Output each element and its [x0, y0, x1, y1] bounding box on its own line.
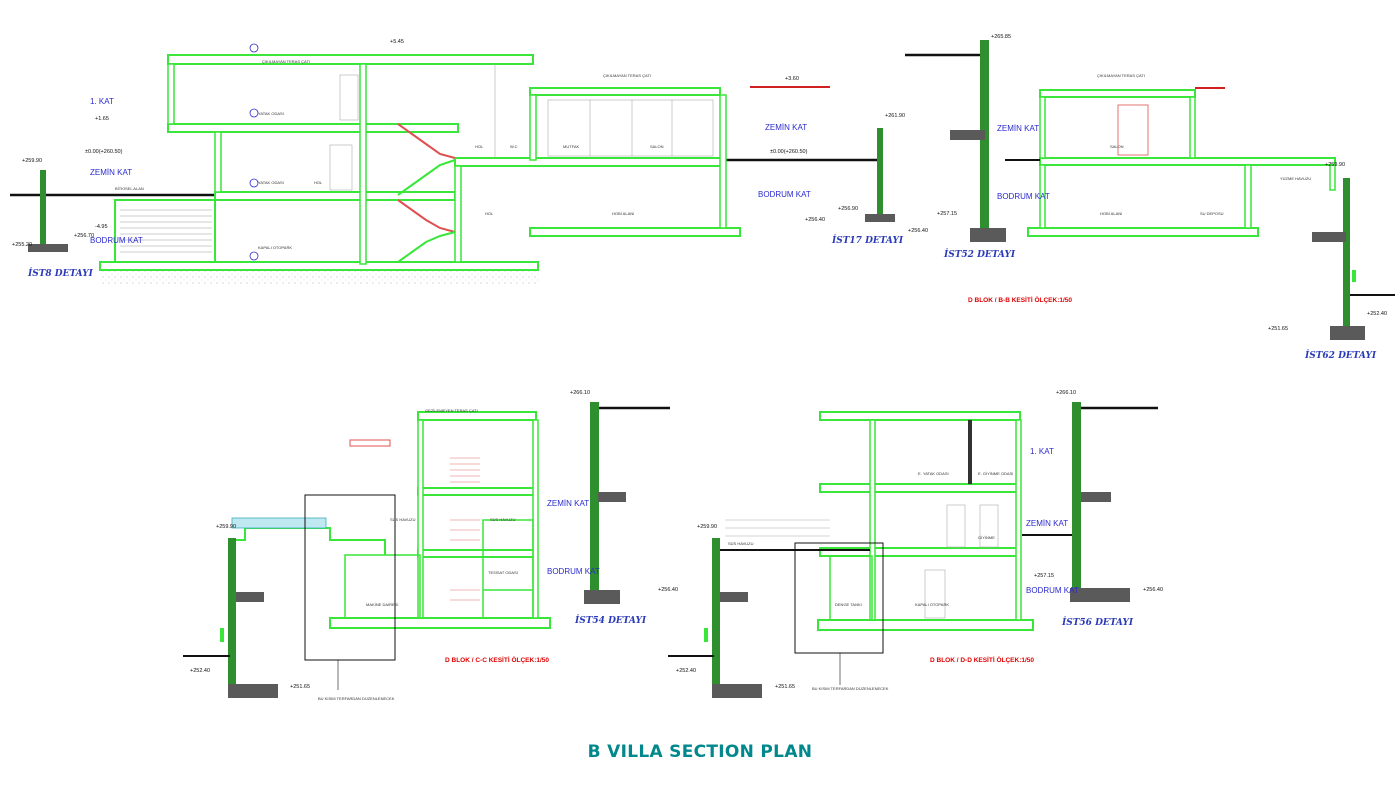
section-bb [10, 43, 895, 284]
floor-label-bodrum-mid: BODRUM KAT [758, 190, 811, 199]
detail-label-ist56: İST56 DETAYI [1061, 615, 1134, 628]
level-l3: +256.70 [74, 233, 94, 239]
room-label-cati: ÇIKILMAYAN TERAS ÇATI [262, 59, 310, 64]
room-label-salon: SALON [650, 144, 664, 149]
level-l4: ±0.00(+260.50) [85, 149, 123, 155]
room-label-sus-dd: SÜS HAVUZU [728, 541, 754, 546]
room-label-cati-cc: GEZİLEMEYEN TERAS ÇATI [425, 408, 478, 413]
level-l14: +3.60 [785, 76, 799, 82]
level-l13: +5.45 [390, 39, 404, 45]
room-label-sus-2: SÜS HAVUZU [490, 517, 516, 522]
floor-label-zemin-mid: ZEMİN KAT [765, 123, 807, 132]
room-label-hol: HOL [314, 180, 323, 185]
level-l16: +1.65 [95, 116, 109, 122]
level-l7-cc: +256.40 [658, 587, 678, 593]
room-label-sudeposu: SU DEPOSU [1200, 211, 1224, 216]
detail-label-ist52: İST52 DETAYI [943, 247, 1016, 260]
room-label-salon-2: SALON [1110, 144, 1124, 149]
room-label-bitkisel: BİTKİSEL ALAN [115, 186, 144, 191]
level-l7: +256.40 [805, 217, 825, 223]
level-l8: +265.85 [991, 34, 1011, 40]
level-l7-dd: +256.40 [1143, 587, 1163, 593]
level-l11-cc: +251.65 [290, 684, 310, 690]
level-l10-dd: +252.40 [676, 668, 696, 674]
room-label-giyinme-2: GİYİNME [978, 535, 995, 540]
detail-label-ist62: İST62 DETAYI [1304, 348, 1377, 361]
room-label-tesisat: TESİSAT ODASI [488, 570, 518, 575]
room-label-denge: DENGE TANKI [835, 602, 862, 607]
level-l4-mid: ±0.00(+260.50) [770, 149, 808, 155]
level-l1-cc: +259.90 [216, 524, 236, 530]
room-label-sus: SÜS HAVUZU [390, 517, 416, 522]
section-dd [668, 402, 1158, 698]
room-label-makine: MAKİNE DAİRESİ [366, 602, 398, 607]
page-title: B VILLA SECTION PLAN [587, 742, 813, 762]
room-label-giyinme: E. GİYİNME ODASI [978, 471, 1013, 476]
level-l1-r: +259.90 [1325, 162, 1345, 168]
room-label-hol-2: HOL [475, 144, 484, 149]
level-l9: +257.15 [937, 211, 957, 217]
level-l12: +266.10 [570, 390, 590, 396]
detail-label-ist8: İST8 DETAYI [27, 266, 94, 279]
level-l1-dd: +259.90 [697, 524, 717, 530]
floor-label-bodrum-cc: BODRUM KAT [547, 567, 600, 576]
room-label-wc: W.C [510, 144, 518, 149]
detail-label-ist54: İST54 DETAYI [574, 613, 647, 626]
floor-label-bodrum-bb: BODRUM KAT [90, 236, 143, 245]
room-label-otopark-dd: KAPALI OTOPARK [915, 602, 949, 607]
room-label-hobi: HOBİ ALANI [612, 211, 634, 216]
level-l9-dd: +257.15 [1034, 573, 1054, 579]
section-cc [183, 402, 670, 698]
note-terfa-dd: BU KISIM TERFARDAN DÜZENLENECEK [812, 686, 889, 691]
level-l11: +251.65 [1268, 326, 1288, 332]
section-bb-right [905, 40, 1395, 340]
room-label-yuzme: YÜZME HAVUZU [1280, 176, 1311, 181]
section-title-bb: D BLOK / B-B KESİTİ ÖLÇEK:1/50 [968, 295, 1072, 304]
section-title-dd: D BLOK / D-D KESİTİ ÖLÇEK:1/50 [930, 655, 1034, 664]
level-l12-dd: +266.10 [1056, 390, 1076, 396]
floor-label-zemin-cc: ZEMİN KAT [547, 499, 589, 508]
room-label-yatak-2: YATAK ODASI [258, 180, 284, 185]
detail-label-ist17: İST17 DETAYI [831, 233, 904, 246]
room-label-hol-3: HOL [485, 211, 494, 216]
room-label-hobi-2: HOBİ ALANI [1100, 211, 1122, 216]
level-l10-cc: +252.40 [190, 668, 210, 674]
level-l11-dd: +251.65 [775, 684, 795, 690]
level-l7-r: +256.40 [908, 228, 928, 234]
room-label-cati-3: ÇIKILMAYAN TERAS ÇATI [1097, 73, 1145, 78]
note-terfa-cc: BU KISIM TERFARDAN DÜZENLENECEK [318, 696, 395, 701]
level-l2: +255.20 [12, 242, 32, 248]
floor-label-zemin-dd: ZEMİN KAT [1026, 519, 1068, 528]
floor-label-kat1-dd: 1. KAT [1030, 447, 1054, 456]
level-l1: +259.90 [22, 158, 42, 164]
level-l10: +252.40 [1367, 311, 1387, 317]
room-label-cati-2: ÇIKILMAYAN TERAS ÇATI [603, 73, 651, 78]
floor-label-kat1-bb: 1. KAT [90, 97, 114, 106]
level-l15: -4.95 [95, 224, 108, 230]
floor-label-zemin-bb: ZEMİN KAT [90, 168, 132, 177]
room-label-ebeveyn: E. YATAK ODASI [918, 471, 949, 476]
level-l6: +256.90 [838, 206, 858, 212]
room-label-mutfak: MUTFAK [563, 144, 580, 149]
room-label-yatak: YATAK ODASI [258, 111, 284, 116]
floor-label-bodrum-dd: BODRUM KAT [1026, 586, 1079, 595]
level-l5: +261.90 [885, 113, 905, 119]
floor-label-zemin-right: ZEMİN KAT [997, 124, 1039, 133]
section-title-cc: D BLOK / C-C KESİTİ ÖLÇEK:1/50 [445, 655, 549, 664]
floor-label-bodrum-right: BODRUM KAT [997, 192, 1050, 201]
room-label-otopark: KAPALI OTOPARK [258, 245, 292, 250]
